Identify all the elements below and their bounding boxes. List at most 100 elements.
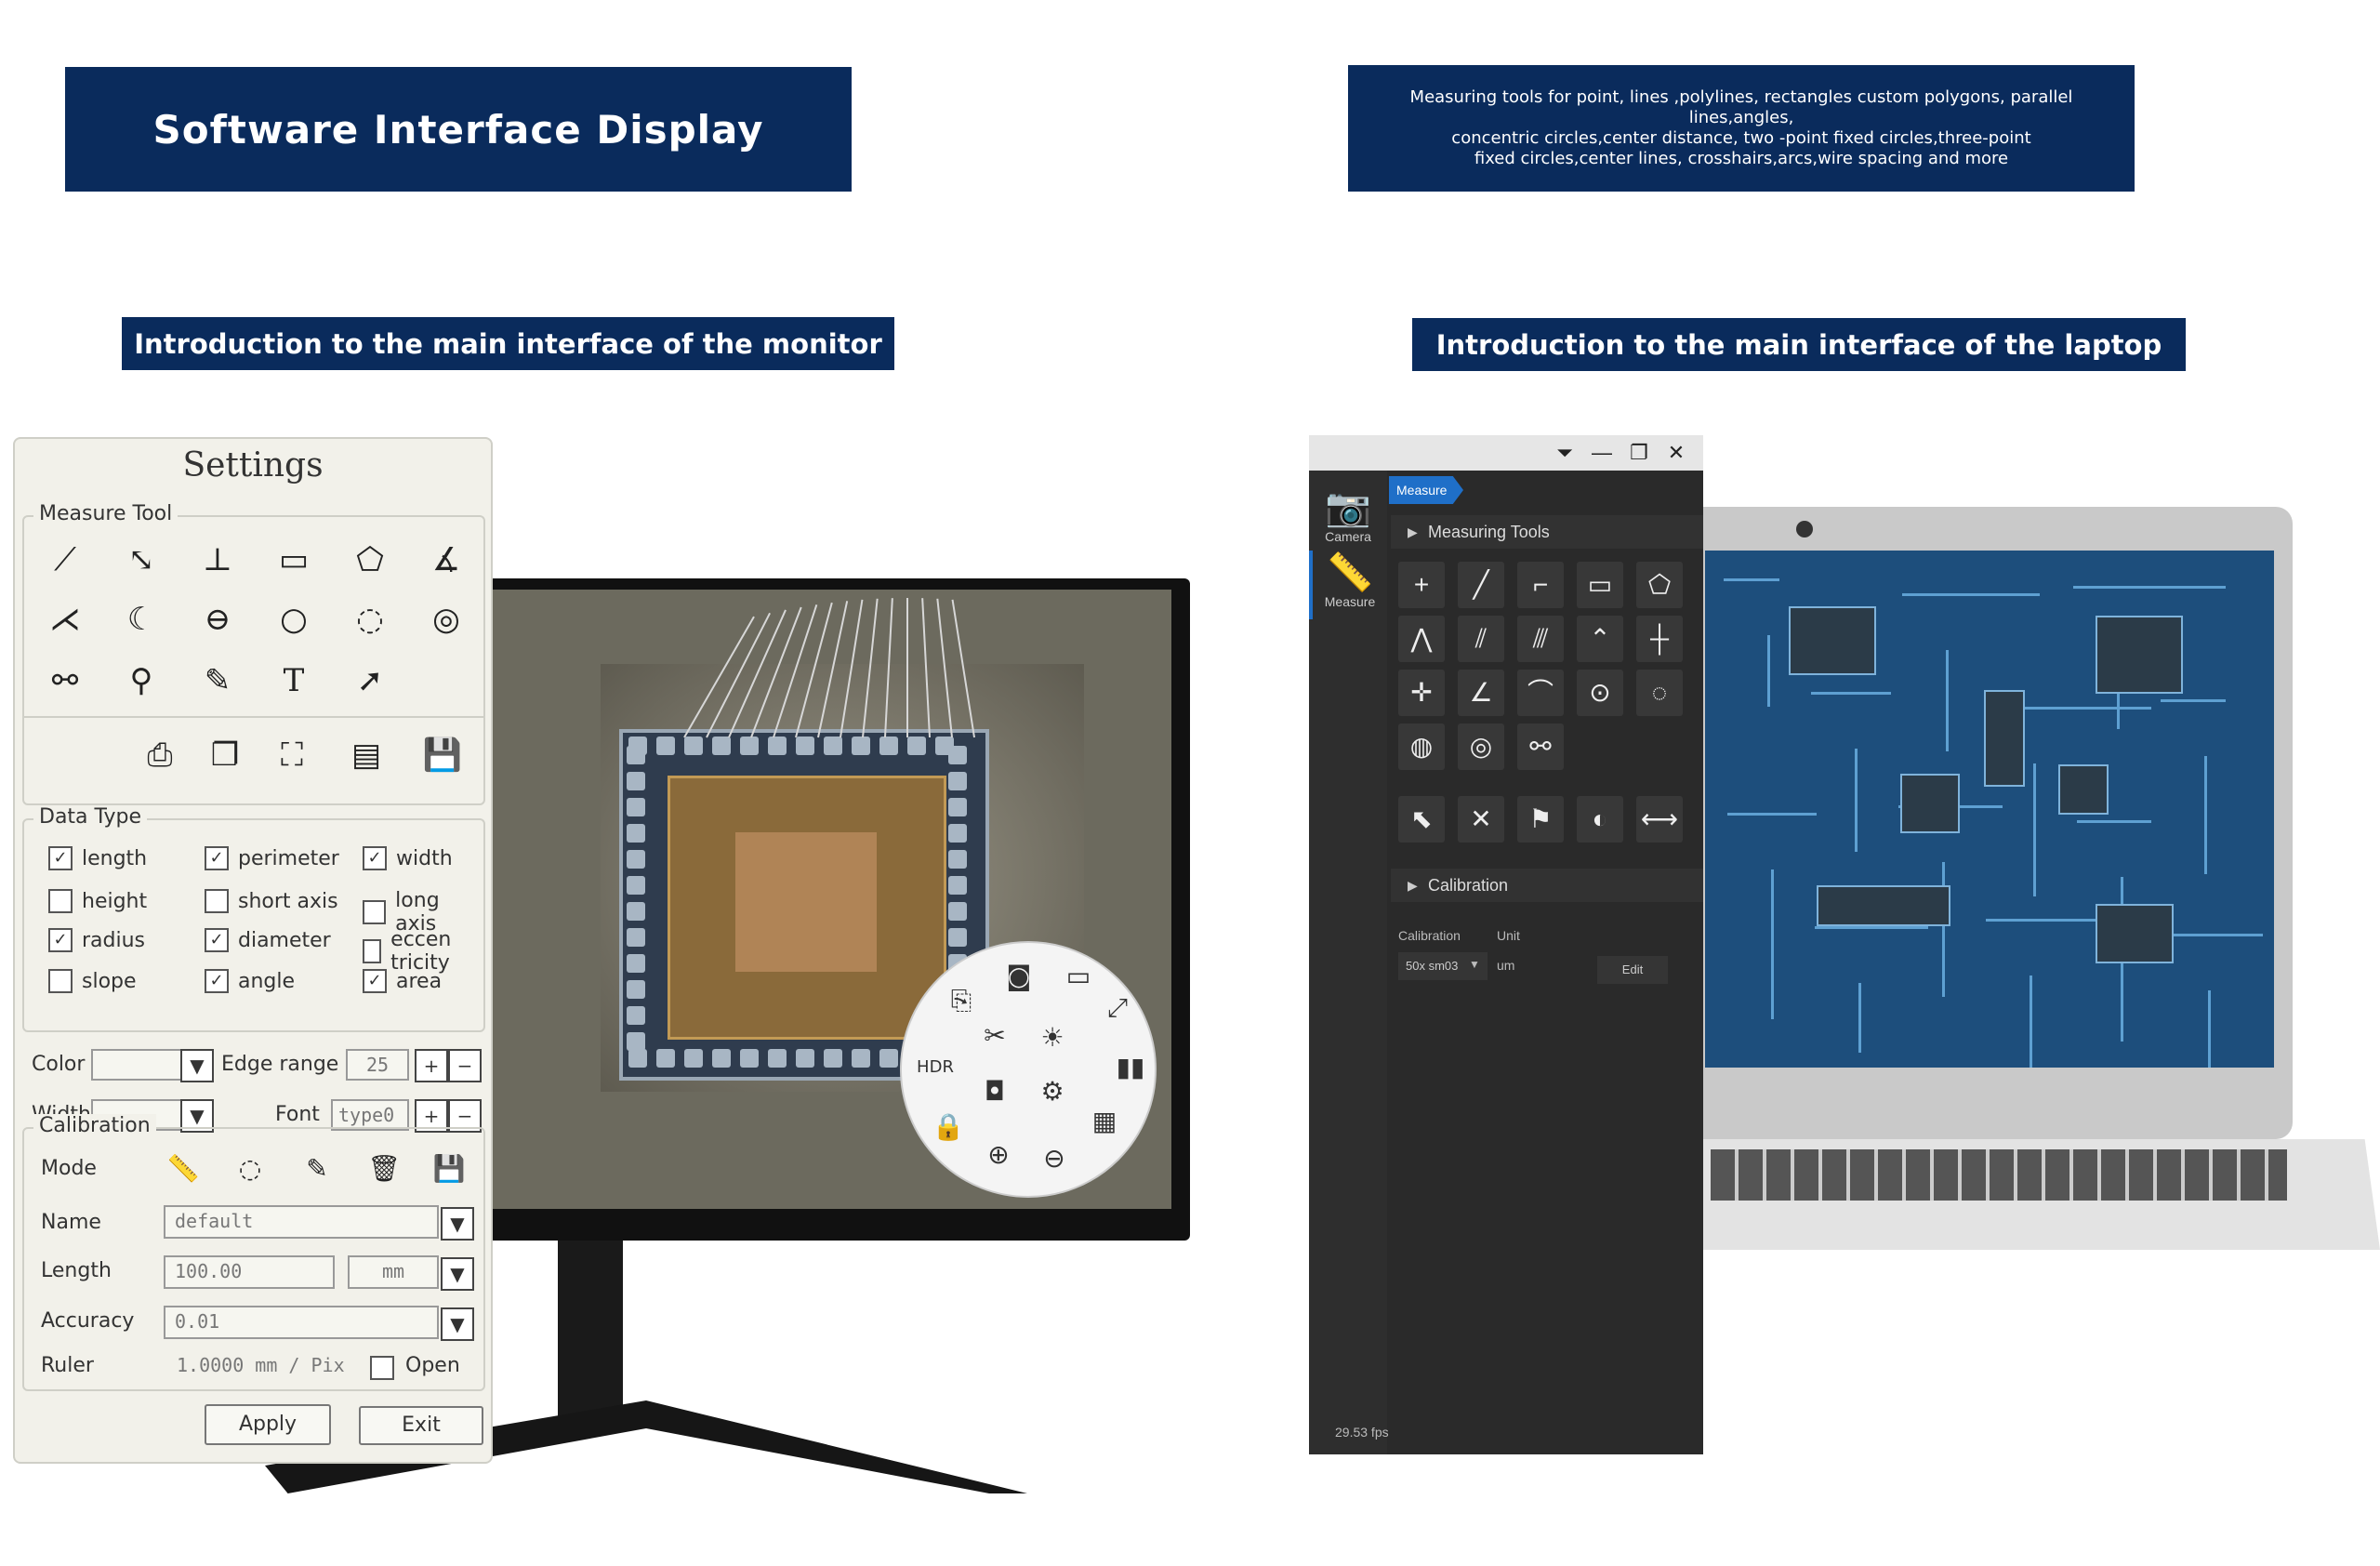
crosshair-tool-icon[interactable]: ┼ <box>1636 616 1683 662</box>
menu-dropdown-icon[interactable]: ⏷ <box>1556 441 1573 464</box>
zoom-local-icon[interactable]: ⤢ <box>1106 992 1129 1023</box>
camera-tab[interactable]: 📷Camera <box>1309 485 1387 544</box>
exit-button[interactable]: Exit <box>359 1406 483 1445</box>
data-type-option[interactable]: ✓radius <box>48 928 145 952</box>
name-dropdown-icon[interactable]: ▼ <box>441 1207 474 1241</box>
exposure-icon[interactable]: ☀ <box>1040 1022 1064 1053</box>
width-tool-icon[interactable]: ⟷ <box>1636 796 1683 843</box>
data-type-option[interactable]: long axis <box>363 889 483 936</box>
close-button[interactable]: ✕ <box>1667 441 1686 464</box>
line-tool-icon[interactable]: ⟋ <box>54 541 76 578</box>
data-type-checkbox[interactable] <box>363 939 382 963</box>
perpendicular-tool-icon[interactable]: ⊥ <box>203 541 232 578</box>
grid-icon[interactable]: ▦ <box>1091 1106 1117 1136</box>
save-calibration-icon[interactable]: 💾 <box>432 1153 466 1184</box>
edge-range-plus[interactable]: + <box>415 1049 448 1082</box>
data-type-option[interactable]: ✓area <box>363 969 442 993</box>
circle-tool-icon[interactable]: ○ <box>280 601 308 638</box>
center-distance-tool-icon[interactable]: ⚯ <box>51 662 79 699</box>
line-tool-icon[interactable]: ╱ <box>1458 562 1504 608</box>
name-field[interactable]: default <box>164 1205 439 1239</box>
zoom-in-icon[interactable]: ⊕ <box>987 1139 1010 1170</box>
polygon-tool-icon[interactable]: ⬠ <box>356 541 384 578</box>
length-field[interactable]: 100.00 <box>164 1255 335 1289</box>
edit-icon[interactable]: ✎ <box>306 1153 328 1184</box>
export-icon[interactable]: ⎙ <box>147 737 173 774</box>
xml-icon[interactable]: ▤ <box>350 737 382 774</box>
settings-icon[interactable]: ⚙ <box>1040 1076 1064 1107</box>
data-type-checkbox[interactable] <box>48 969 73 993</box>
apply-button[interactable]: Apply <box>205 1404 331 1445</box>
pen-tool-icon[interactable]: ✎ <box>204 662 231 699</box>
screenshot-icon[interactable]: ◙ <box>1006 961 1032 991</box>
point-tool-icon[interactable]: ⚲ <box>129 662 153 699</box>
triangle-tool-icon[interactable]: ⋀ <box>1398 616 1445 662</box>
font-field[interactable]: type0 <box>331 1099 409 1131</box>
rectangle-tool-icon[interactable]: ▭ <box>278 541 310 578</box>
parallel-tool-icon[interactable]: ⫽ <box>1458 616 1504 662</box>
delete-icon[interactable]: 🗑 <box>367 1153 401 1184</box>
polyline-tool-icon[interactable]: ⌐ <box>1517 562 1564 608</box>
circle-tool-icon[interactable]: ◌ <box>1636 670 1683 716</box>
color-dropdown-icon[interactable]: ▼ <box>180 1049 214 1082</box>
three-point-circle-tool-icon[interactable]: ◌ <box>356 601 384 638</box>
arrow-tool-icon[interactable]: ➚ <box>356 662 384 699</box>
save-icon[interactable]: 💾 <box>422 737 463 774</box>
arc-tool-icon[interactable]: ☾ <box>126 601 156 638</box>
copy-icon[interactable]: ❐ <box>210 737 240 774</box>
data-type-option[interactable]: height <box>48 889 147 913</box>
calibration-select[interactable]: 50x sm03 <box>1398 952 1488 980</box>
angle-tool-icon[interactable]: ⌃ <box>1577 616 1623 662</box>
circle-center-tool-icon[interactable]: ⊙ <box>1577 670 1623 716</box>
data-type-option[interactable]: slope <box>48 969 137 993</box>
data-type-checkbox[interactable] <box>363 900 387 924</box>
data-type-checkbox[interactable]: ✓ <box>363 846 387 870</box>
data-type-checkbox[interactable] <box>48 889 73 913</box>
concentric-tool-icon[interactable]: ◎ <box>1458 723 1504 770</box>
data-type-checkbox[interactable]: ✓ <box>363 969 387 993</box>
grid-point-tool-icon[interactable]: ✛ <box>1398 670 1445 716</box>
unit-select[interactable]: mm <box>348 1255 439 1289</box>
data-type-checkbox[interactable]: ✓ <box>205 969 229 993</box>
accuracy-field[interactable]: 0.01 <box>164 1306 439 1339</box>
polygon-tool-icon[interactable]: ⬠ <box>1636 562 1683 608</box>
rectangle-tool-icon[interactable]: ▭ <box>1577 562 1623 608</box>
data-type-checkbox[interactable]: ✓ <box>205 846 229 870</box>
select-icon[interactable]: ⬉ <box>1398 796 1445 843</box>
data-type-option[interactable]: ✓diameter <box>205 928 331 952</box>
data-type-option[interactable]: eccen tricity <box>363 928 483 975</box>
multi-line-tool-icon[interactable]: ⫻ <box>1517 616 1564 662</box>
edge-range-field[interactable]: 25 <box>346 1049 409 1081</box>
hide-icon[interactable]: ◐ <box>1577 796 1623 843</box>
minimize-button[interactable]: — <box>1592 441 1612 464</box>
data-type-option[interactable]: ✓width <box>363 846 453 870</box>
center-distance-tool-icon[interactable]: ⚯ <box>1517 723 1564 770</box>
clear-icon[interactable]: ⚑ <box>1517 796 1564 843</box>
restore-button[interactable]: ❐ <box>1630 441 1648 464</box>
measure-tab[interactable]: 📏Measure <box>1309 551 1387 619</box>
circle-center-tool-icon[interactable]: ⊖ <box>204 601 231 638</box>
color-select[interactable] <box>91 1049 184 1081</box>
hdr-icon[interactable]: HDR <box>917 1057 954 1077</box>
concentric-tool-icon[interactable]: ◎ <box>432 601 460 638</box>
split-screen-icon[interactable]: ▮▮ <box>1116 1052 1145 1082</box>
open-checkbox[interactable] <box>370 1356 394 1380</box>
point-tool-icon[interactable]: + <box>1398 562 1445 608</box>
data-type-option[interactable]: ✓angle <box>205 969 295 993</box>
accuracy-dropdown-icon[interactable]: ▼ <box>441 1307 474 1341</box>
data-type-checkbox[interactable]: ✓ <box>48 846 73 870</box>
edge-range-minus[interactable]: − <box>448 1049 482 1082</box>
record-icon[interactable]: ▭ <box>1065 961 1091 991</box>
edit-button[interactable]: Edit <box>1597 956 1668 984</box>
data-type-checkbox[interactable] <box>205 889 229 913</box>
calibration-section[interactable]: ▶Calibration <box>1391 869 1703 902</box>
calibration-dropdown-icon[interactable]: ▼ <box>1469 958 1480 971</box>
lock-icon[interactable]: 🔒 <box>932 1111 965 1142</box>
report-icon[interactable]: ⎘ <box>950 985 972 1015</box>
capture-icon[interactable]: ⛶ <box>281 737 303 774</box>
unit-dropdown-icon[interactable]: ▼ <box>441 1257 474 1291</box>
three-point-circle-tool-icon[interactable]: ◍ <box>1398 723 1445 770</box>
measure-icon[interactable]: ✂ <box>984 1020 1006 1051</box>
arc-tool-icon[interactable]: ⌒ <box>1517 670 1564 716</box>
radial-menu[interactable]: ⎘ ◙ ▭ ⤢ ✂ ☀ ▮▮ HDR ◘ ⚙ ▦ 🔒 ⊕ ⊖ <box>900 941 1157 1198</box>
